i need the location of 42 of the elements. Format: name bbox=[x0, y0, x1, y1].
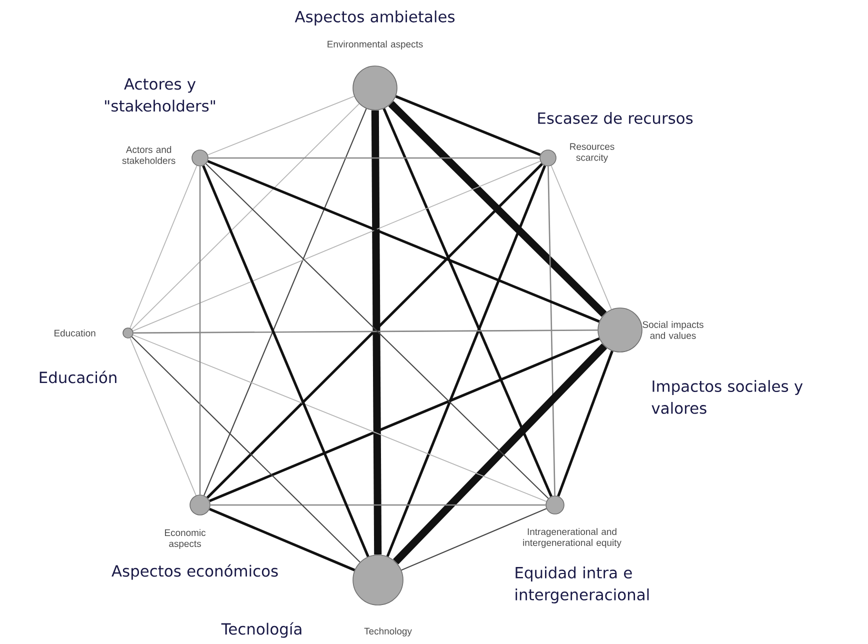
connector-line bbox=[131, 336, 360, 563]
connector-line bbox=[130, 338, 196, 496]
connector-line bbox=[207, 96, 355, 156]
node-label: Education bbox=[54, 330, 96, 336]
connector-line bbox=[132, 160, 541, 332]
translation-label: Equidad intra e intergeneracional bbox=[516, 566, 649, 604]
node-label: Technology bbox=[364, 628, 412, 636]
connector-line bbox=[548, 166, 556, 496]
connector-line bbox=[209, 337, 600, 502]
translation-label: Escasez de recursos bbox=[538, 112, 693, 124]
connector-line bbox=[388, 101, 607, 317]
node-label: Actors and stakeholders bbox=[122, 146, 176, 164]
connector-line bbox=[204, 108, 367, 496]
node-label: Economic aspects bbox=[165, 529, 206, 549]
connector-line bbox=[395, 95, 541, 156]
connector-line bbox=[207, 160, 600, 323]
connector-line bbox=[130, 165, 198, 328]
connector-line bbox=[131, 103, 360, 330]
translation-label: Actores y "stakeholders" bbox=[105, 78, 215, 112]
translation-label: Impactos sociales y valores bbox=[652, 380, 803, 414]
connector-line bbox=[133, 329, 598, 334]
connector-line bbox=[209, 508, 356, 572]
node-label: Intragenerational and intergenerational equity bbox=[523, 528, 622, 548]
translation-label: Aspectos ambietales bbox=[294, 10, 455, 26]
connector-line bbox=[208, 157, 540, 159]
node-label: Resources scarcity bbox=[570, 143, 614, 163]
translation-label: Educación bbox=[40, 370, 116, 384]
connector-line bbox=[202, 165, 370, 558]
node-label: Environmental aspects bbox=[328, 40, 423, 50]
connector-line bbox=[371, 110, 382, 555]
connector-line bbox=[199, 166, 201, 495]
translation-label: Tecnología bbox=[221, 622, 302, 638]
connector-line bbox=[382, 108, 552, 497]
connector-line bbox=[557, 350, 614, 497]
connector-line bbox=[401, 508, 547, 571]
connector-line bbox=[132, 334, 547, 502]
connector-line bbox=[386, 165, 546, 557]
node-label: Social impacts and values bbox=[642, 321, 704, 339]
connector-line bbox=[392, 343, 608, 564]
connector-line bbox=[210, 504, 546, 506]
translation-label: Aspectos económicos bbox=[112, 564, 278, 580]
connector-line bbox=[550, 165, 612, 310]
